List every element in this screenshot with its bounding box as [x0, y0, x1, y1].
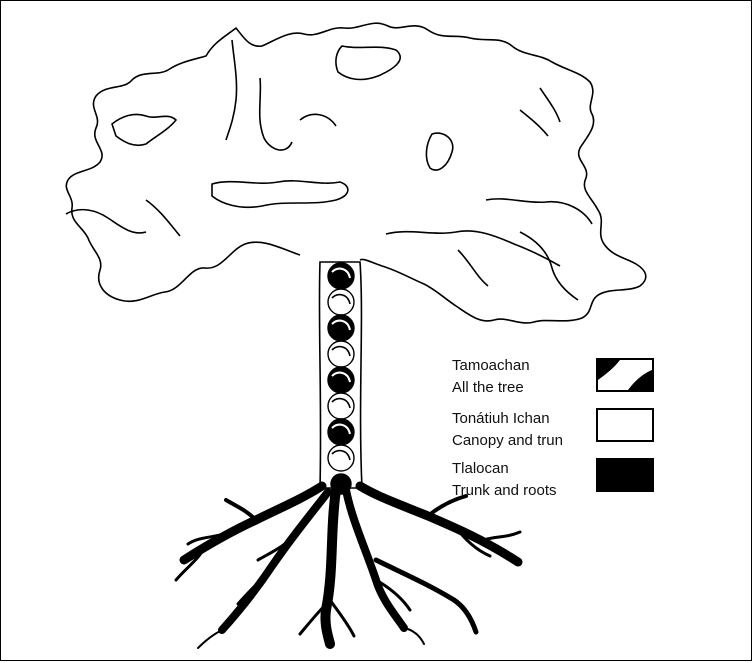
- legend-subtitle: Canopy and trun: [452, 430, 563, 452]
- legend-title: Tlalocan: [452, 458, 557, 480]
- legend-title: Tonátiuh Ichan: [452, 408, 563, 430]
- legend-swatch-black: [596, 458, 654, 492]
- legend-swatch-white: [596, 408, 654, 442]
- tree-trunk: [319, 262, 362, 494]
- tree-roots: [176, 486, 520, 648]
- legend-item-tlalocan: Tlalocan Trunk and roots: [452, 458, 557, 502]
- legend-title: Tamoachan: [452, 355, 530, 377]
- legend-item-tonatiuh-ichan: Tonátiuh Ichan Canopy and trun: [452, 408, 563, 452]
- legend-item-tamoachan: Tamoachan All the tree: [452, 355, 530, 399]
- legend-subtitle: All the tree: [452, 377, 530, 399]
- legend-swatch-mixed: [596, 358, 654, 392]
- legend-subtitle: Trunk and roots: [452, 480, 557, 502]
